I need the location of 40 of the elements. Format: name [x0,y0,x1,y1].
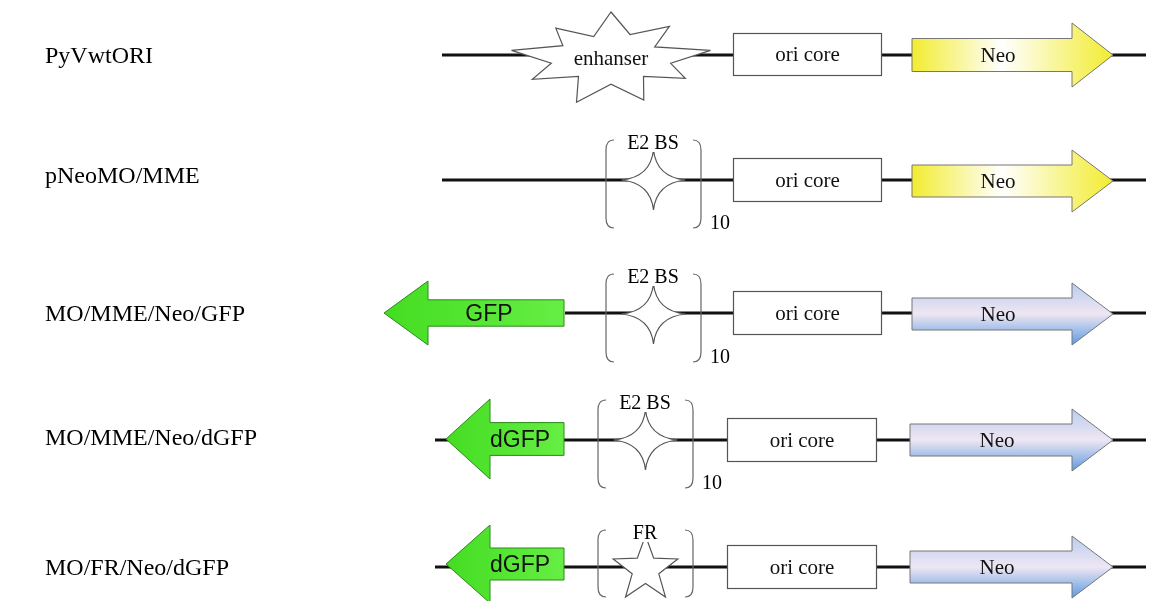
site-label: E2 BS [625,132,681,152]
construct-name: pNeoMO/MME [45,163,200,187]
origin-box [733,291,882,335]
site-label: E2 BS [625,266,681,286]
repeat-count: 10 [710,212,730,232]
repeat-count: 10 [702,472,722,492]
gene-cassette [910,408,1114,472]
origin-box [733,33,882,76]
gene-cassette [910,535,1114,599]
construct-name: MO/MME/Neo/GFP [45,301,246,325]
construct-name: MO/MME/Neo/dGFP [45,425,258,449]
enhancer-burst [510,12,712,105]
construct-name: MO/FR/Neo/dGFP [45,555,230,579]
gene-label: GFP [465,301,513,325]
gene-cassette [912,22,1114,88]
origin-box [727,545,877,589]
origin-label: ori core [775,44,840,65]
gene-cassette [445,398,565,480]
enhancer-label: enhanser [573,48,649,69]
gene-label: Neo [980,44,1016,66]
gene-cassette [912,149,1114,213]
repeat-count: 10 [710,346,730,366]
gene-label: Neo [979,429,1015,451]
origin-box [733,158,882,202]
gene-label: dGFP [489,552,551,576]
gene-label: dGFP [489,427,551,451]
gene-label: Neo [979,556,1015,578]
gene-label: Neo [980,303,1016,325]
construct-name: PyVwtORI [45,43,153,67]
gene-cassette [445,524,565,601]
origin-label: ori core [769,556,835,578]
origin-label: ori core [769,429,835,451]
site-label: E2 BS [617,392,673,412]
site-label: FR [630,522,660,542]
origin-label: ori core [775,169,840,191]
gene-cassette [912,282,1114,346]
origin-box [727,418,877,462]
gene-label: Neo [980,170,1016,192]
gene-cassette [383,280,565,346]
origin-label: ori core [775,302,840,324]
